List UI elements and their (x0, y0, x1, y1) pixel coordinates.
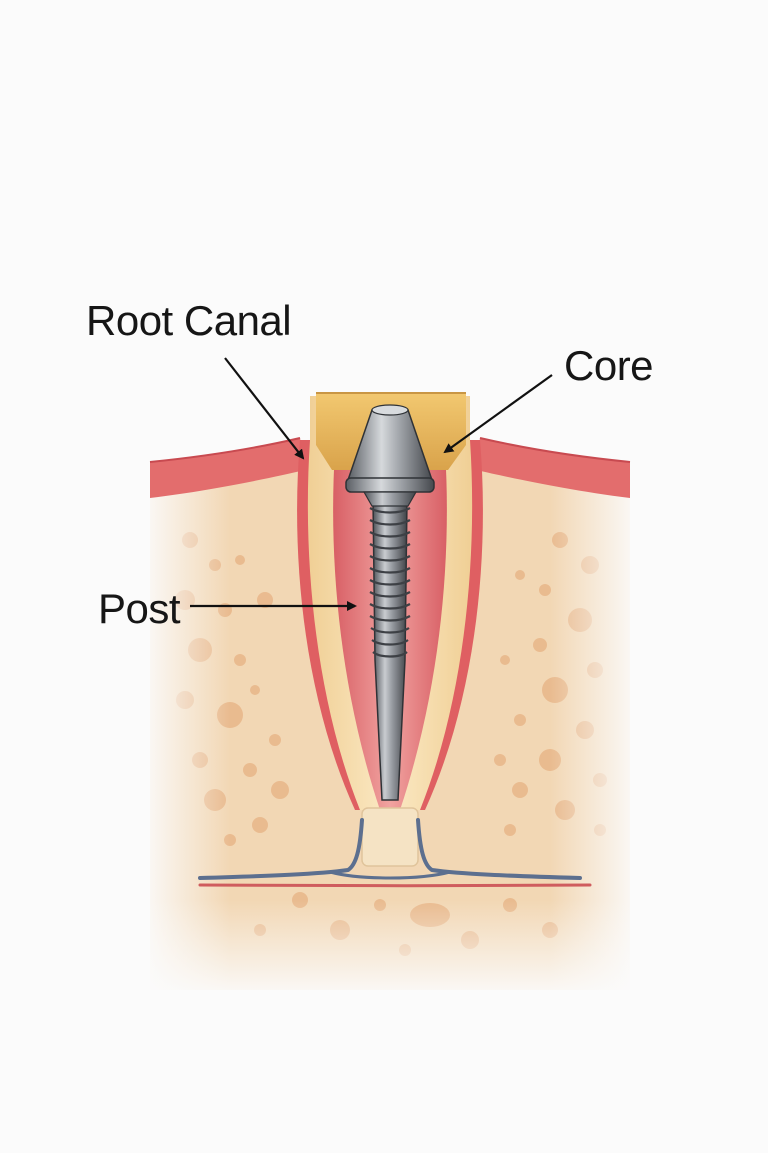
apex-plug (362, 808, 418, 866)
core-label: Core (564, 345, 653, 387)
post-label: Post (98, 588, 180, 630)
root-canal-label: Root Canal (86, 300, 291, 342)
root-canal-arrow (225, 358, 303, 458)
